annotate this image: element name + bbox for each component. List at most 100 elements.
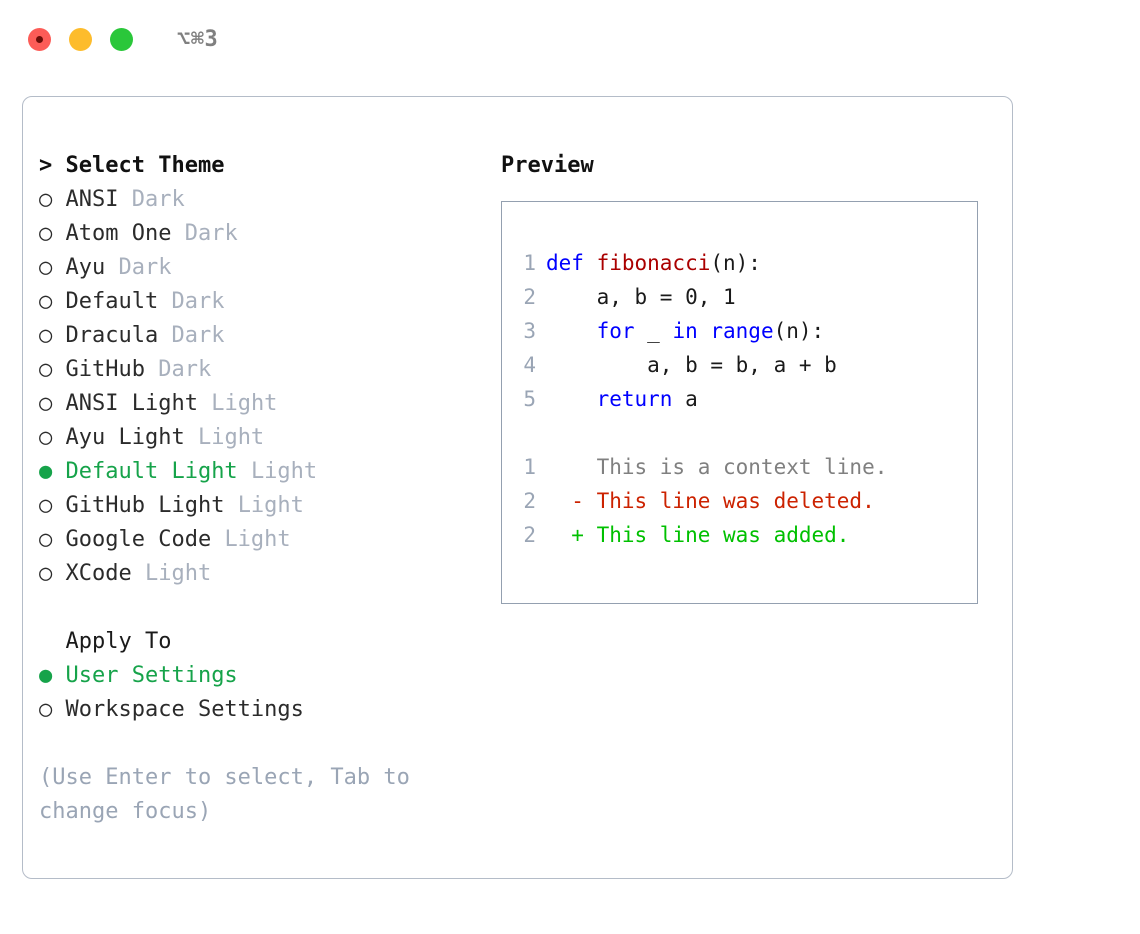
code-token: (n): — [773, 319, 825, 343]
code-line: 3 for _ in range(n): — [502, 314, 977, 348]
apply-to-list: ● User Settings○ Workspace Settings — [39, 659, 489, 727]
code-gap — [502, 416, 977, 450]
theme-option-variant-tag: Light — [144, 561, 212, 586]
radio-unselected-icon: ○ — [39, 425, 53, 450]
minimize-button[interactable] — [69, 27, 92, 51]
code-token: fibonacci — [596, 251, 711, 275]
theme-option-default-light[interactable]: ● Default Light Light — [39, 455, 489, 489]
radio-unselected-icon: ○ — [39, 391, 53, 416]
apply-to-prefix — [39, 629, 66, 654]
select-theme-label: Select Theme — [65, 153, 225, 178]
code-token: def — [546, 251, 597, 275]
section-spacer — [39, 591, 489, 625]
theme-option-xcode[interactable]: ○ XCode Light — [39, 557, 489, 591]
theme-option-label: ANSI Light — [52, 391, 212, 416]
code-token: for — [596, 319, 635, 343]
code-line: 4 a, b = b, a + b — [502, 348, 977, 382]
theme-option-label: Default — [52, 289, 172, 314]
radio-selected-icon: ● — [39, 459, 53, 484]
diff-line-number: 1 — [523, 455, 536, 479]
code-token: (n): — [710, 251, 761, 275]
code-line-number: 3 — [523, 319, 536, 343]
theme-option-label: Google Code — [52, 527, 225, 552]
code-line: 5 return a — [502, 382, 977, 416]
code-token: a — [672, 387, 698, 411]
apply-to-option-label: Workspace Settings — [52, 697, 304, 722]
theme-option-ansi-light[interactable]: ○ ANSI Light Light — [39, 387, 489, 421]
code-line: 2 a, b = 0, 1 — [502, 280, 977, 314]
radio-unselected-icon: ○ — [39, 255, 53, 280]
theme-list: ○ ANSI Dark○ Atom One Dark○ Ayu Dark○ De… — [39, 183, 489, 591]
theme-selector-column: > Select Theme ○ ANSI Dark○ Atom One Dar… — [39, 149, 489, 829]
keyboard-hint: (Use Enter to select, Tab to change focu… — [39, 765, 424, 824]
hint-spacer — [39, 727, 489, 761]
diff-line-number: 2 — [523, 523, 536, 547]
theme-option-google-code[interactable]: ○ Google Code Light — [39, 523, 489, 557]
radio-selected-icon: ● — [39, 663, 53, 688]
theme-option-variant-tag: Dark — [171, 323, 225, 348]
theme-option-github[interactable]: ○ GitHub Dark — [39, 353, 489, 387]
theme-option-variant-tag: Dark — [171, 289, 225, 314]
theme-option-label: GitHub — [52, 357, 159, 382]
theme-option-github-light[interactable]: ○ GitHub Light Light — [39, 489, 489, 523]
select-theme-prefix: > — [39, 153, 66, 178]
diff-line: 1 This is a context line. — [502, 450, 977, 484]
code-line-number: 1 — [523, 251, 536, 275]
theme-option-variant-tag: Dark — [118, 255, 172, 280]
theme-option-variant-tag: Light — [211, 391, 278, 416]
code-token: in range — [672, 319, 774, 343]
window-controls — [28, 27, 133, 51]
theme-option-label: GitHub Light — [52, 493, 238, 518]
theme-option-ayu-light[interactable]: ○ Ayu Light Light — [39, 421, 489, 455]
code-token — [546, 319, 597, 343]
radio-unselected-icon: ○ — [39, 187, 53, 212]
diff-line-text: This is a context line. — [546, 455, 888, 479]
theme-option-ansi[interactable]: ○ ANSI Dark — [39, 183, 489, 217]
theme-option-variant-tag: Dark — [184, 221, 238, 246]
code-line: 1 def fibonacci(n): — [502, 246, 977, 280]
radio-unselected-icon: ○ — [39, 493, 53, 518]
theme-option-dracula[interactable]: ○ Dracula Dark — [39, 319, 489, 353]
diff-line: 2 + This line was added. — [502, 518, 977, 552]
theme-option-ayu[interactable]: ○ Ayu Dark — [39, 251, 489, 285]
theme-option-label: Atom One — [52, 221, 185, 246]
preview-heading: Preview — [501, 153, 594, 178]
theme-option-label: Dracula — [52, 323, 172, 348]
code-token: a, b = b, a + b — [546, 353, 837, 377]
diff-preview: 1 This is a context line. 2 - This line w… — [502, 450, 977, 552]
code-line-number: 2 — [523, 285, 536, 309]
panel-columns: > Select Theme ○ ANSI Dark○ Atom One Dar… — [23, 97, 1012, 878]
code-line-number: 5 — [523, 387, 536, 411]
theme-option-variant-tag: Light — [224, 527, 291, 552]
theme-option-atom-one[interactable]: ○ Atom One Dark — [39, 217, 489, 251]
maximize-button[interactable] — [110, 27, 133, 51]
apply-to-label: Apply To — [65, 629, 172, 654]
apply-to-option-workspace-settings[interactable]: ○ Workspace Settings — [39, 693, 489, 727]
code-token — [546, 387, 597, 411]
radio-unselected-icon: ○ — [39, 323, 53, 348]
radio-unselected-icon: ○ — [39, 289, 53, 314]
code-token: return — [596, 387, 673, 411]
radio-unselected-icon: ○ — [39, 357, 53, 382]
theme-option-label: XCode — [52, 561, 145, 586]
apply-to-heading: Apply To — [39, 625, 489, 659]
radio-unselected-icon: ○ — [39, 697, 53, 722]
theme-option-variant-tag: Dark — [131, 187, 185, 212]
theme-option-label: ANSI — [52, 187, 132, 212]
apply-to-option-label: User Settings — [52, 663, 238, 688]
select-theme-heading: > Select Theme — [39, 149, 489, 183]
code-token: a, b = 0, 1 — [546, 285, 736, 309]
theme-option-default[interactable]: ○ Default Dark — [39, 285, 489, 319]
radio-unselected-icon: ○ — [39, 527, 53, 552]
apply-to-option-user-settings[interactable]: ● User Settings — [39, 659, 489, 693]
theme-option-variant-tag: Light — [237, 493, 304, 518]
theme-option-variant-tag: Light — [250, 459, 318, 484]
code-line-number: 4 — [523, 353, 536, 377]
diff-line-number: 2 — [523, 489, 536, 513]
diff-line-text: - This line was deleted. — [546, 489, 875, 513]
close-button[interactable] — [28, 27, 51, 51]
